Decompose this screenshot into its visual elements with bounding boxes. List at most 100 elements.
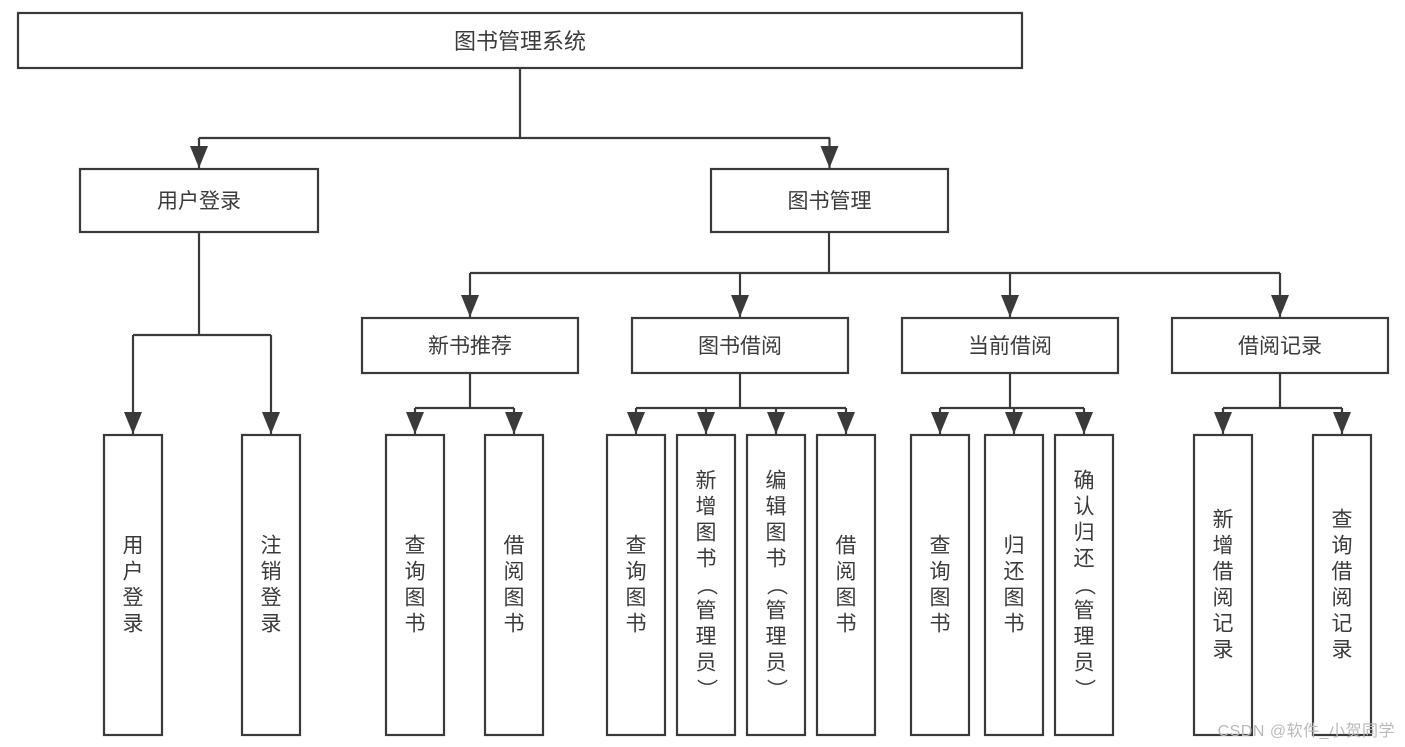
arrow-head-icon bbox=[406, 412, 424, 434]
arrow-head-icon bbox=[627, 412, 645, 434]
node-user-login-rect[interactable] bbox=[78, 167, 320, 234]
node-current-borrow-label: 当前借阅 bbox=[968, 335, 1052, 358]
node-current-borrow[interactable]: 当前借阅 bbox=[900, 316, 1120, 375]
node-leaf-add-record-label-char: 记 bbox=[1213, 613, 1234, 636]
node-leaf-user-login-label-char: 户 bbox=[123, 561, 144, 584]
node-leaf-query-record-rect[interactable] bbox=[1311, 433, 1373, 737]
node-leaf-add-book-label-char: ） bbox=[695, 679, 718, 700]
node-borrow-record[interactable]: 借阅记录 bbox=[1170, 316, 1390, 375]
node-leaf-query-record-label-char: 查 bbox=[1332, 509, 1353, 532]
node-leaf-user-login-rect[interactable] bbox=[102, 433, 164, 737]
arrow-head-icon bbox=[1075, 412, 1093, 434]
node-leaf-query-book-new-label-char: 查 bbox=[405, 535, 426, 558]
node-current-borrow-rect[interactable] bbox=[900, 316, 1120, 375]
node-leaf-query-book-new-label-char: 图 bbox=[405, 587, 426, 610]
node-leaf-query-book-new-label-char: 书 bbox=[405, 613, 426, 636]
node-leaf-add-book-label-char: 图 bbox=[696, 522, 717, 545]
arrow-head-icon bbox=[190, 146, 208, 168]
node-leaf-edit-book-rect[interactable] bbox=[745, 433, 807, 737]
node-leaf-query-book-current-label-char: 图 bbox=[930, 587, 951, 610]
node-book-borrow[interactable]: 图书借阅 bbox=[630, 316, 850, 375]
node-leaf-return-book-label-char: 归 bbox=[1004, 535, 1025, 558]
arrow-head-icon bbox=[124, 412, 142, 434]
node-root-rect[interactable] bbox=[16, 11, 1024, 70]
node-leaf-query-book-current-label-char: 查 bbox=[930, 535, 951, 558]
node-leaf-user-login-label-char: 用 bbox=[123, 535, 144, 558]
node-leaf-add-book-rect[interactable] bbox=[675, 433, 737, 737]
node-leaf-borrow-book-new-label-char: 借 bbox=[504, 535, 525, 558]
node-leaf-user-logout-label-char: 录 bbox=[261, 613, 282, 636]
arrow-head-icon bbox=[1333, 412, 1351, 434]
node-leaf-confirm-return-rect[interactable] bbox=[1053, 433, 1115, 737]
node-leaf-user-logout-rect[interactable] bbox=[240, 433, 302, 737]
node-leaf-confirm-return-label-char: 归 bbox=[1074, 522, 1095, 545]
node-root[interactable]: 图书管理系统 bbox=[16, 11, 1024, 70]
node-leaf-user-login[interactable]: 用户登录 bbox=[102, 433, 164, 737]
node-leaf-query-book-borrow-label-char: 书 bbox=[626, 613, 647, 636]
arrow-head-icon bbox=[505, 412, 523, 434]
arrow-head-icon bbox=[262, 412, 280, 434]
node-leaf-add-record-label-char: 录 bbox=[1213, 639, 1234, 662]
arrow-head-icon bbox=[1214, 412, 1232, 434]
arrow-head-icon bbox=[1271, 295, 1289, 317]
node-leaf-query-book-new-rect[interactable] bbox=[384, 433, 446, 737]
node-leaf-query-book-borrow-rect[interactable] bbox=[605, 433, 667, 737]
node-book-manage-rect[interactable] bbox=[709, 167, 950, 234]
node-borrow-record-rect[interactable] bbox=[1170, 316, 1390, 375]
node-leaf-add-record-label-char: 阅 bbox=[1213, 587, 1234, 610]
node-leaf-confirm-return-label-char: 管 bbox=[1074, 600, 1095, 623]
node-leaf-add-book-label-char: 管 bbox=[696, 600, 717, 623]
node-leaf-borrow-book-label-char: 借 bbox=[836, 535, 857, 558]
node-leaf-add-record-rect[interactable] bbox=[1192, 433, 1254, 737]
node-leaf-user-login-label-char: 登 bbox=[123, 587, 144, 610]
node-leaf-query-record-label-char: 阅 bbox=[1332, 587, 1353, 610]
node-leaf-borrow-book-new-rect[interactable] bbox=[483, 433, 545, 737]
node-borrow-record-label: 借阅记录 bbox=[1238, 335, 1322, 358]
node-leaf-borrow-book-label-char: 图 bbox=[836, 587, 857, 610]
node-leaf-edit-book-label-char: 管 bbox=[766, 600, 787, 623]
node-leaf-add-book-label-char: 增 bbox=[696, 496, 717, 519]
node-leaf-query-book-borrow-label-char: 查 bbox=[626, 535, 647, 558]
node-leaf-query-book-current-label-char: 书 bbox=[930, 613, 951, 636]
node-leaf-return-book-label-char: 书 bbox=[1004, 613, 1025, 636]
node-leaf-confirm-return-label-char: 理 bbox=[1074, 626, 1095, 649]
node-book-borrow-label: 图书借阅 bbox=[698, 335, 782, 358]
node-leaf-borrow-book-label-char: 书 bbox=[836, 613, 857, 636]
node-leaf-edit-book-label-char: 员 bbox=[766, 652, 787, 675]
node-leaf-edit-book-label-char: （ bbox=[765, 575, 788, 596]
node-new-book-recommend[interactable]: 新书推荐 bbox=[360, 316, 580, 375]
node-book-manage-label: 图书管理 bbox=[788, 190, 872, 213]
node-leaf-confirm-return-label-char: 员 bbox=[1074, 652, 1095, 675]
arrow-head-icon bbox=[931, 412, 949, 434]
node-book-borrow-rect[interactable] bbox=[630, 316, 850, 375]
node-layer: 图书管理系统用户登录图书管理新书推荐图书借阅当前借阅借阅记录用户登录注销登录查询… bbox=[16, 11, 1390, 737]
node-leaf-return-book-label-char: 还 bbox=[1004, 561, 1025, 584]
node-leaf-borrow-book-rect[interactable] bbox=[815, 433, 877, 737]
node-book-manage[interactable]: 图书管理 bbox=[709, 167, 950, 234]
node-leaf-add-book-label-char: 员 bbox=[696, 652, 717, 675]
arrow-head-icon bbox=[1005, 412, 1023, 434]
node-user-login[interactable]: 用户登录 bbox=[78, 167, 320, 234]
node-leaf-return-book-label-char: 图 bbox=[1004, 587, 1025, 610]
node-new-book-recommend-rect[interactable] bbox=[360, 316, 580, 375]
node-leaf-query-book-current-rect[interactable] bbox=[909, 433, 971, 737]
node-root-label: 图书管理系统 bbox=[454, 29, 586, 54]
arrow-head-icon bbox=[820, 146, 839, 168]
arrow-head-icon bbox=[731, 295, 749, 317]
node-leaf-return-book-rect[interactable] bbox=[983, 433, 1045, 737]
node-leaf-add-record-label-char: 增 bbox=[1213, 535, 1234, 558]
node-leaf-edit-book-label-char: 书 bbox=[766, 548, 787, 571]
